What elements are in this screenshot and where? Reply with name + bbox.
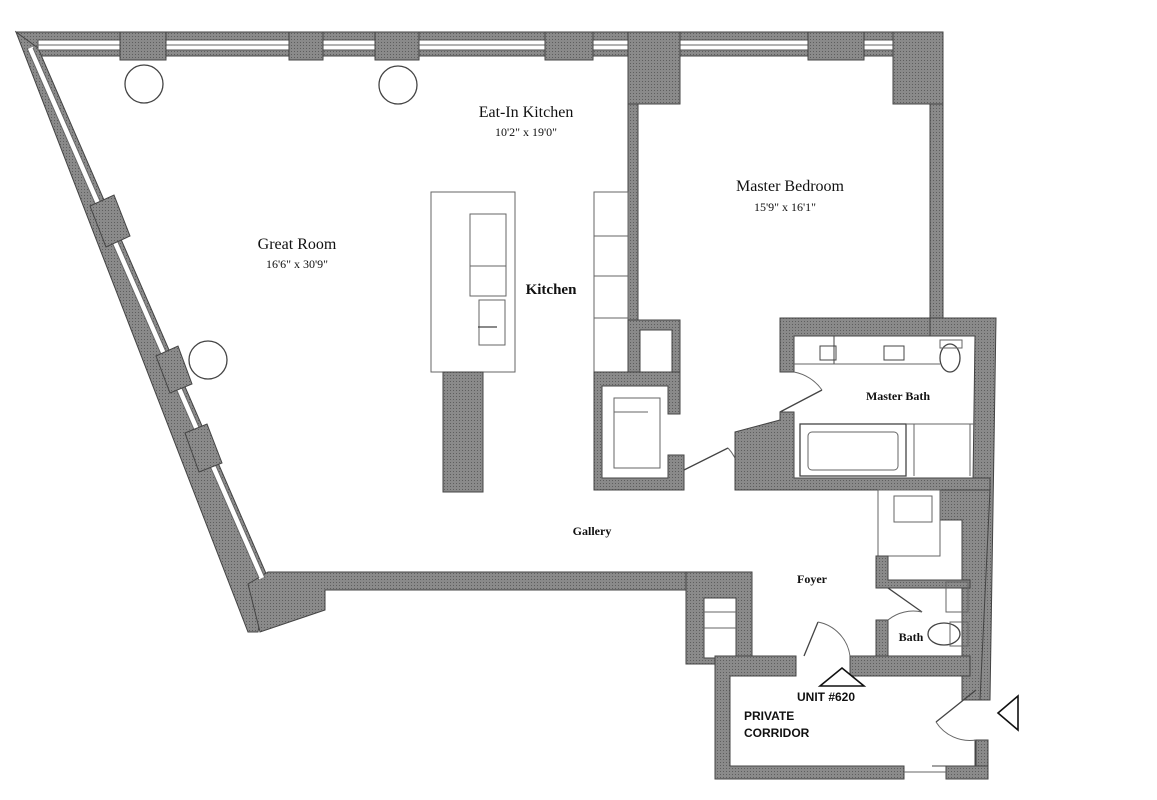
windows-slanted (26, 46, 266, 580)
great-room-dims: 16'6" x 30'9" (266, 257, 328, 271)
corridor-label-line1: PRIVATE (744, 709, 794, 723)
corridor-arrow-icon (996, 694, 1019, 732)
eat-in-kitchen-dims: 10'2" x 19'0" (495, 125, 557, 139)
corridor-walls (714, 621, 989, 780)
master-bedroom-dims: 15'9" x 16'1" (754, 200, 816, 214)
closet-block (593, 319, 685, 491)
columns-top (119, 31, 944, 105)
door-closet (683, 447, 729, 471)
round-columns (124, 64, 418, 380)
great-room-label: Great Room (258, 236, 337, 253)
bath-label: Bath (899, 630, 924, 644)
entry-closet (685, 571, 753, 665)
kitchen-label: Kitchen (526, 282, 577, 298)
eat-in-kitchen-label: Eat-In Kitchen (479, 104, 574, 121)
master-bath-label: Master Bath (866, 389, 930, 403)
entry-arrow-icon (817, 666, 867, 687)
gallery-label: Gallery (573, 524, 612, 538)
windows-top (37, 39, 931, 51)
foyer-label: Foyer (797, 572, 828, 586)
master-bedroom-label: Master Bedroom (736, 178, 845, 195)
master-bath-walls (734, 317, 991, 491)
unit-label: UNIT #620 (797, 690, 855, 704)
corridor-label-line2: CORRIDOR (744, 726, 810, 740)
